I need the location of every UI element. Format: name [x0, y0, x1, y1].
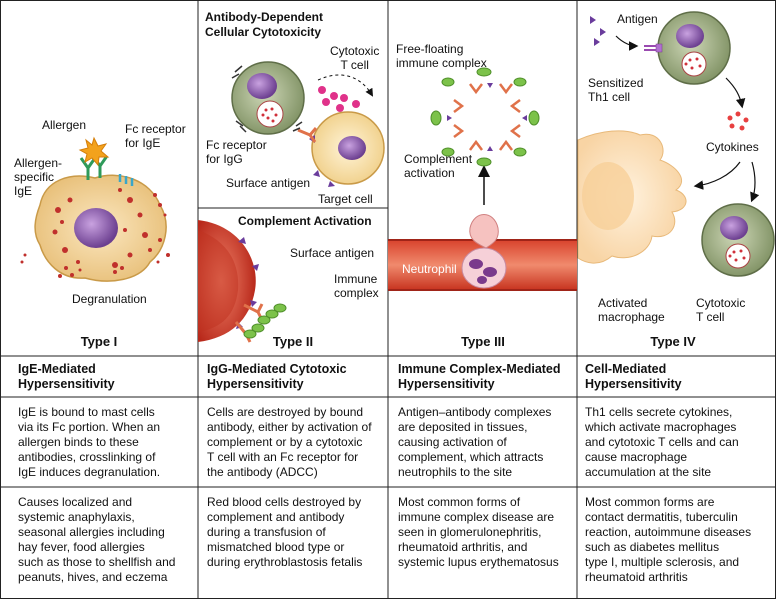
complement-activation-title: Complement Activation	[238, 214, 372, 228]
adcc-illustration	[231, 61, 385, 187]
immune-complex-label: Immune complex	[334, 272, 379, 300]
sensitized-th1-label: Sensitized Th1 cell	[588, 76, 644, 104]
type-ii-label: Type II	[272, 334, 314, 349]
cell-mediated-illustration	[577, 11, 775, 277]
type-iii-label: Type III	[461, 334, 505, 349]
neutrophil-label: Neutrophil	[402, 262, 457, 276]
mechanism-type-i: IgE is bound to mast cells via its Fc po…	[18, 405, 161, 479]
name-type-iii: Immune Complex-Mediated Hypersensitivity	[398, 362, 561, 391]
example-type-ii: Red blood cells destroyed by complement …	[207, 495, 363, 569]
cytotoxic-t-cell-label: Cytotoxic T cell	[330, 44, 380, 72]
example-type-i: Causes localized and systemic anaphylaxi…	[18, 495, 176, 584]
adcc-title: Antibody-Dependent Cellular Cytotoxicity	[205, 10, 323, 39]
immune-complex-illustration	[388, 67, 577, 291]
antigen-label: Antigen	[617, 12, 658, 26]
complement-activation-label: Complement activation	[404, 152, 473, 180]
surface-antigen-bottom-label: Surface antigen	[290, 246, 375, 260]
fc-receptor-ige-label: Fc receptor for IgE	[125, 122, 186, 150]
name-type-iv: Cell-Mediated Hypersensitivity	[585, 362, 682, 391]
degranulation-label: Degranulation	[72, 292, 147, 306]
allergen-specific-ige-label: Allergen- specific IgE	[14, 156, 63, 198]
mechanism-type-ii: Cells are destroyed by bound antibody, e…	[207, 405, 372, 479]
target-cell-label: Target cell	[318, 192, 373, 206]
cytokines-label: Cytokines	[706, 140, 759, 154]
example-type-iv: Most common forms are contact dermatitis…	[585, 495, 752, 584]
mechanism-type-iv: Th1 cells secrete cytokines, which activ…	[585, 405, 739, 479]
allergen-label: Allergen	[42, 118, 87, 132]
type-i-label: Type I	[80, 334, 118, 349]
free-floating-label: Free-floating immune complex	[396, 42, 487, 70]
name-type-i: IgE-Mediated Hypersensitivity	[18, 362, 115, 391]
activated-macrophage-label: Activated macrophage	[598, 296, 665, 324]
fc-receptor-igg-label: Fc receptor for IgG	[206, 138, 267, 166]
surface-antigen-top-label: Surface antigen	[226, 176, 311, 190]
cytotoxic-t-cell-iv-label: Cytotoxic T cell	[696, 296, 746, 324]
type-iv-label: Type IV	[650, 334, 696, 349]
mast-cell-illustration	[20, 136, 170, 282]
example-type-iii: Most common forms of immune complex dise…	[398, 495, 559, 569]
mechanism-type-iii: Antigen–antibody complexes are deposited…	[398, 405, 552, 479]
name-type-ii: IgG-Mediated Cytotoxic Hypersensitivity	[207, 362, 347, 391]
complement-activation-illustration	[198, 220, 287, 343]
